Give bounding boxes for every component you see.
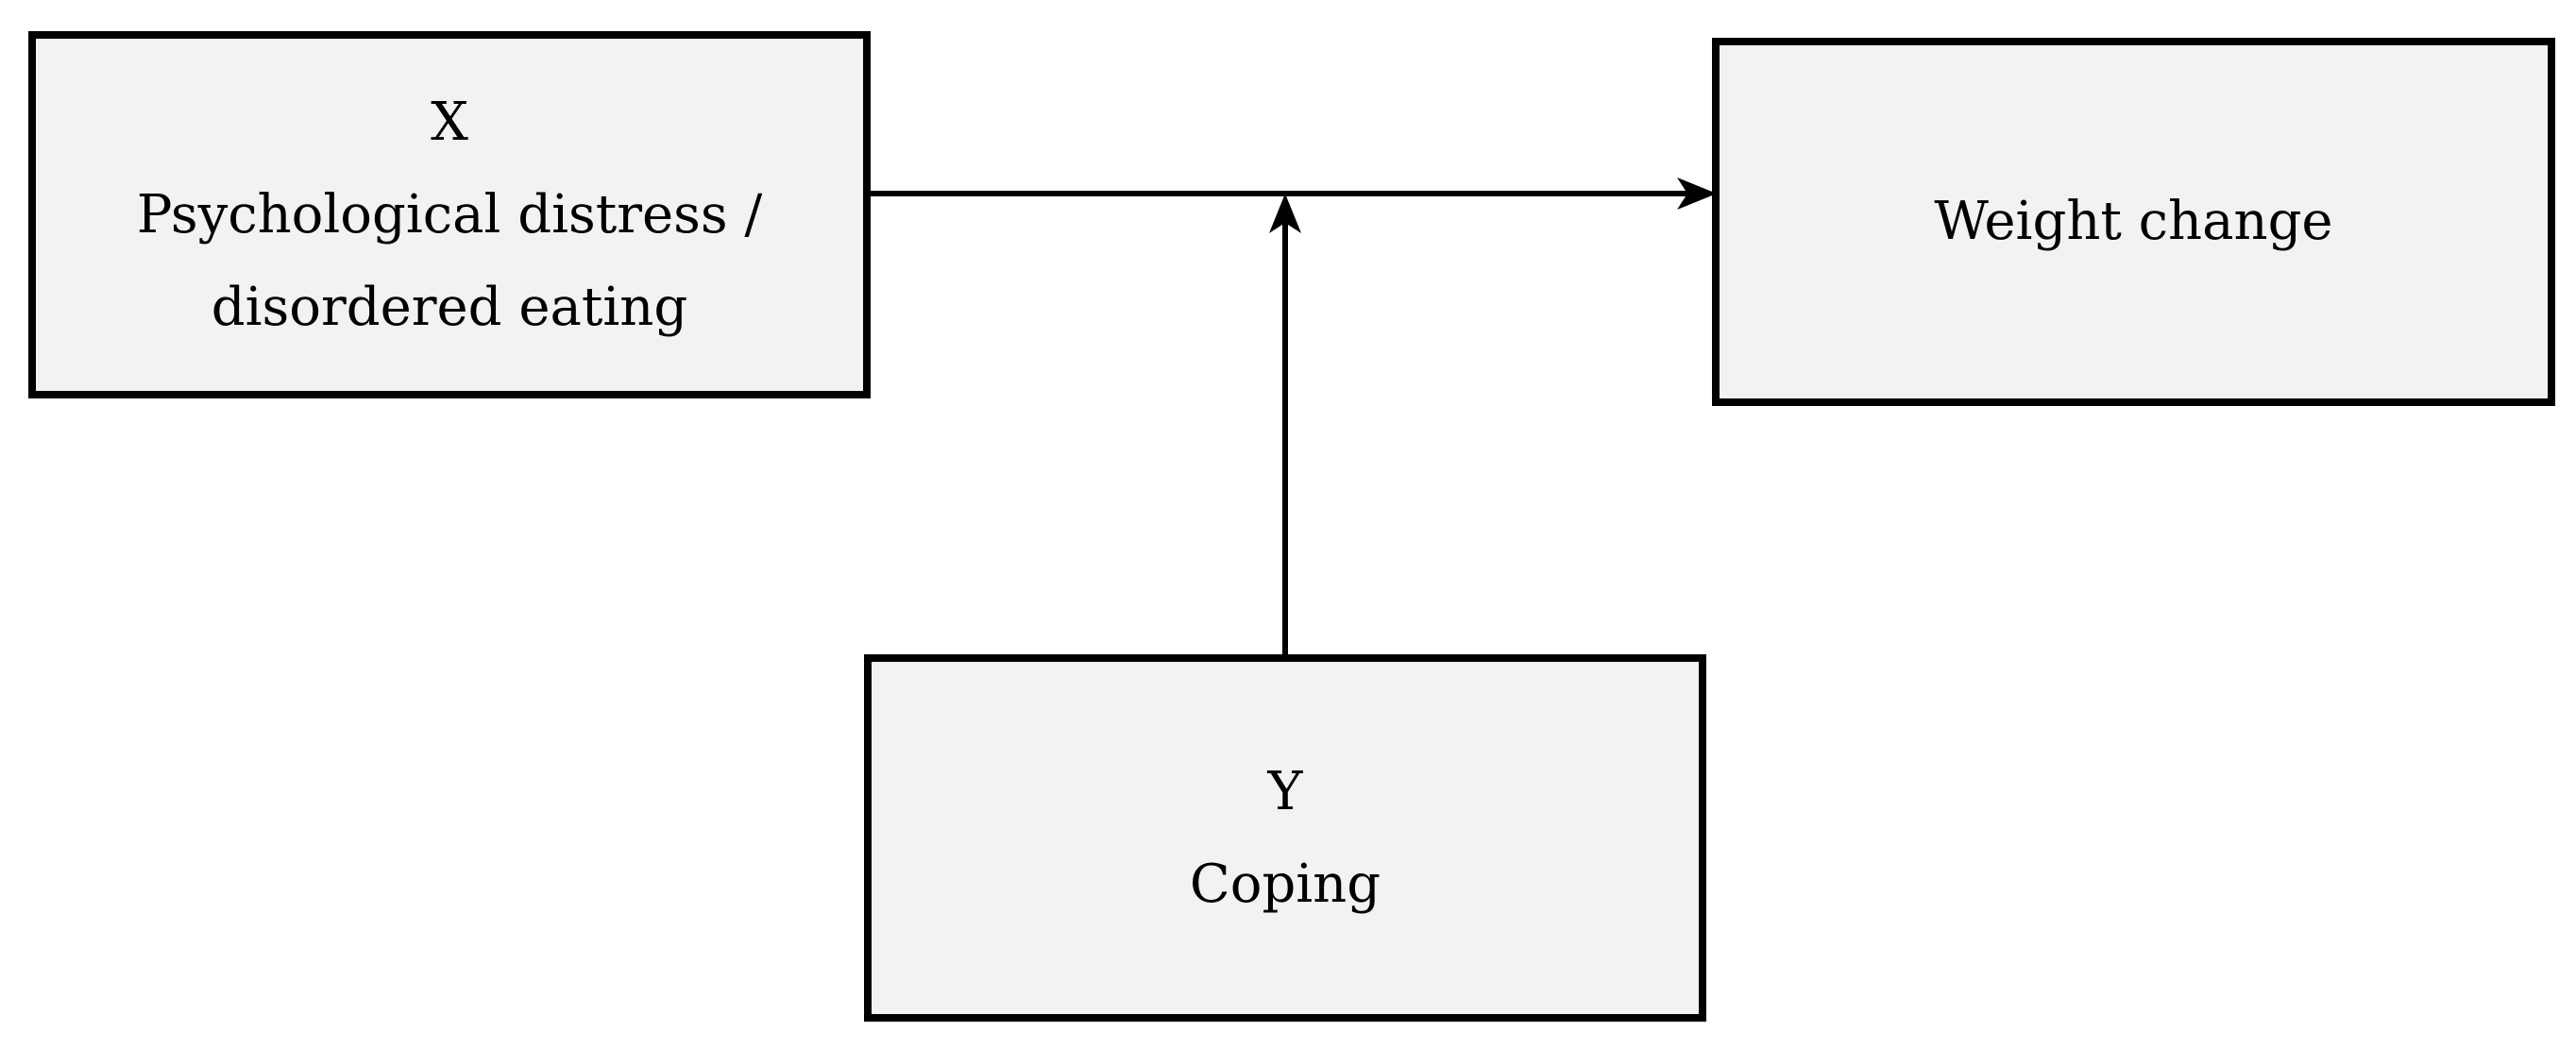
node-x-label-line2: disordered eating <box>211 276 688 338</box>
node-x-letter: X <box>431 91 468 153</box>
node-y-coping: Y Coping <box>864 654 1706 1022</box>
node-y-letter: Y <box>1267 760 1303 822</box>
node-weight-change: Weight change <box>1712 38 2555 406</box>
arrowhead-moderation <box>1269 194 1301 233</box>
node-weight-change-label: Weight change <box>1934 191 2333 252</box>
arrowhead-weight-change <box>1677 178 1717 210</box>
node-x-label-line1: Psychological distress / <box>136 183 763 245</box>
node-x-psychological-distress: X Psychological distress / disordered ea… <box>28 31 871 398</box>
node-y-label: Coping <box>1189 853 1381 915</box>
